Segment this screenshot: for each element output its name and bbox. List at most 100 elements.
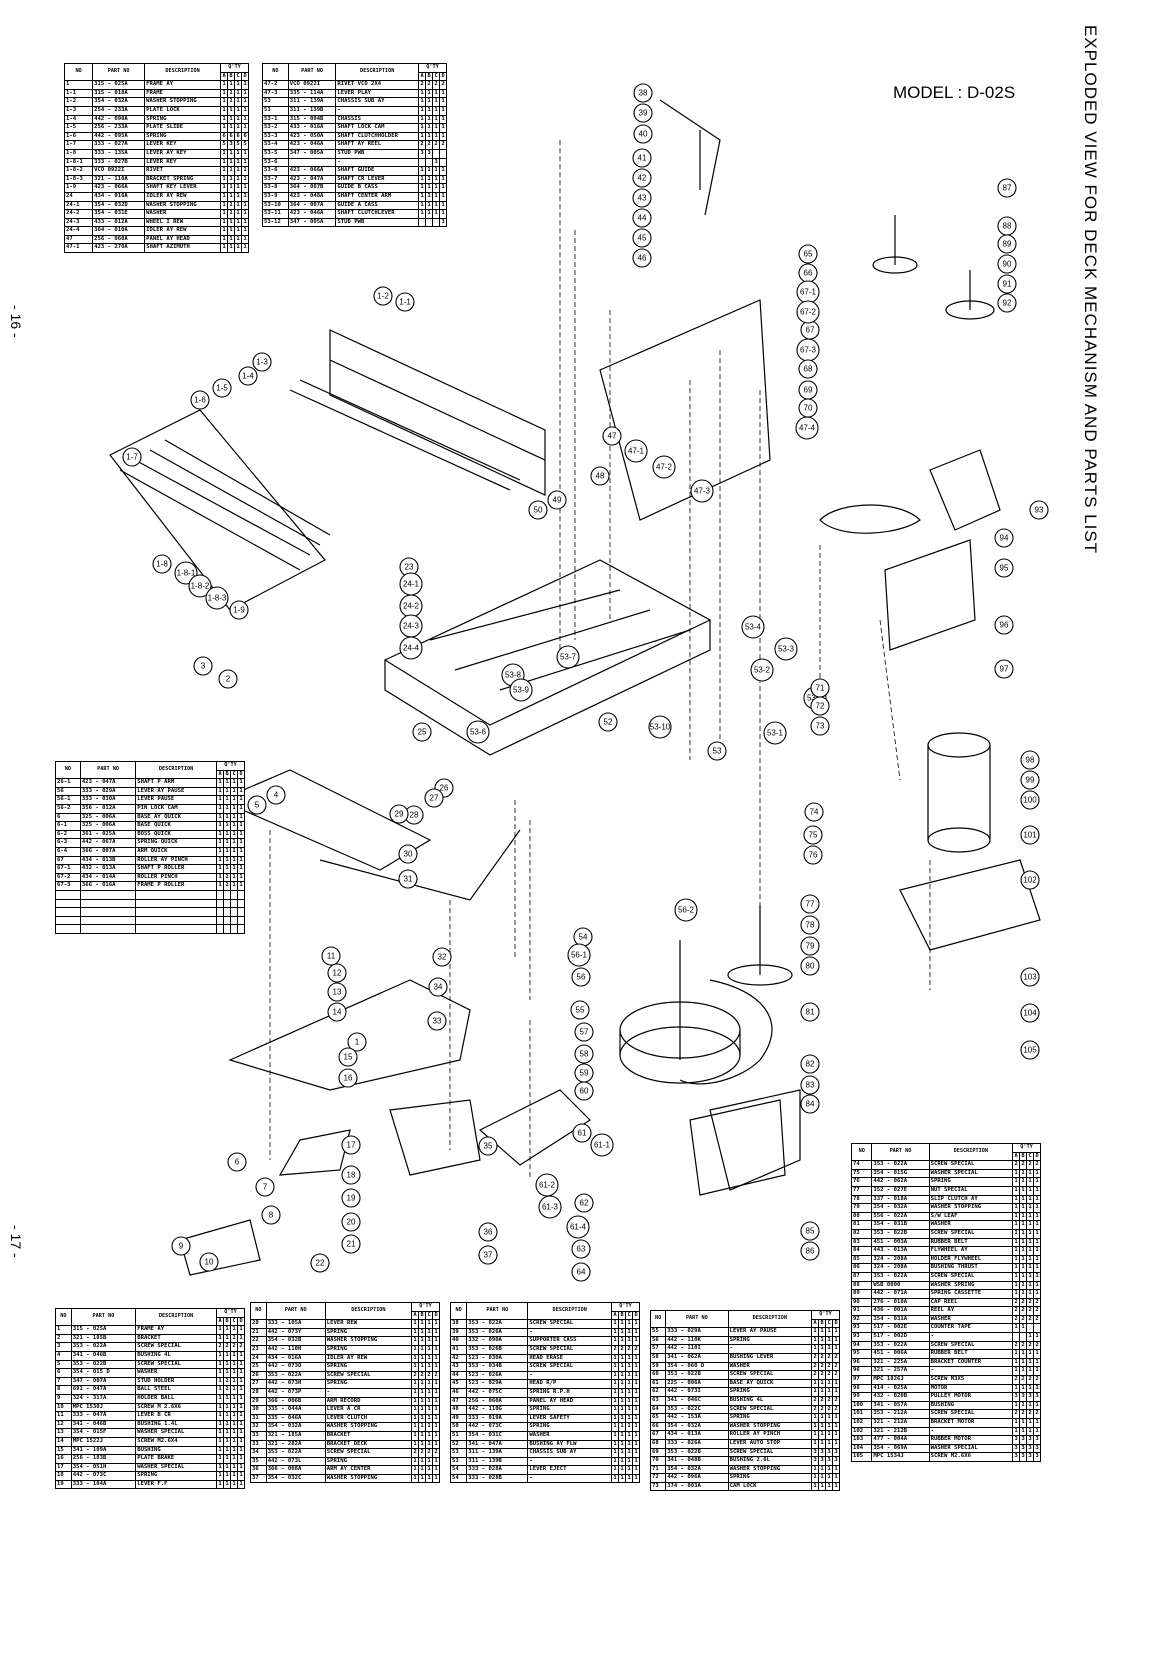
cell-part-no: 335 - 114A [287, 88, 337, 99]
cell-qty: 1 [230, 1333, 238, 1344]
part-callout: 68 [798, 359, 818, 379]
cell-no: 6 [55, 812, 81, 823]
part-callout: 53-10 [648, 715, 672, 739]
cell-part-no: 353 - 022B [871, 1228, 930, 1239]
cell-qty: 1 [832, 1327, 840, 1337]
cell-description [135, 915, 217, 926]
cell-no: 67-1 [55, 864, 81, 874]
callout-circle [1020, 770, 1040, 790]
cell-qty: 1 [241, 114, 249, 125]
cell-qty [418, 217, 426, 228]
cell-no: 83 [850, 1237, 873, 1248]
cell-qty: 1 [425, 97, 433, 107]
cell-description: SCREW SPECIAL [928, 1228, 1014, 1239]
cell-qty: 1 [237, 1393, 245, 1404]
part-callout: 42 [632, 168, 652, 188]
cell-qty: 1 [625, 1448, 633, 1458]
cell-no: 6-2 [55, 829, 81, 840]
cell-qty [425, 217, 433, 228]
cell-qty [216, 915, 224, 926]
cell-qty: 2 [1019, 1340, 1027, 1351]
cell-part-no: 321 - 110A [92, 174, 146, 185]
part-callout: 72 [810, 696, 830, 716]
cell-qty: 1 [1026, 1271, 1034, 1282]
part-callout: 24-3 [399, 614, 423, 638]
cell-qty: 1 [234, 174, 242, 185]
cell-qty: 1 [1012, 1168, 1020, 1179]
cell-part-no: 436 - 001A [871, 1306, 930, 1316]
cell-qty: 1 [1012, 1357, 1020, 1368]
cell-part-no: 341 - 047A [466, 1439, 529, 1450]
cell-qty: 1 [216, 846, 224, 857]
cell-part-no: 433 - 012A [92, 217, 146, 228]
cell-qty: 1 [241, 105, 249, 116]
part-callout: 49 [547, 490, 567, 510]
cell-no: 53-5 [262, 148, 289, 159]
callout-label: 67 [806, 326, 815, 335]
cell-description [135, 889, 217, 900]
cell-qty: 1 [227, 191, 235, 202]
cell-qty: 1 [1033, 1194, 1041, 1205]
cell-no: 22 [250, 1336, 267, 1346]
part-callout: 101 [1020, 825, 1040, 845]
cell-qty: 2 [432, 1448, 440, 1458]
callout-circle [122, 447, 142, 467]
cell-description: SPRING QUICK [135, 838, 217, 848]
part-callout: 61-3 [538, 1195, 562, 1219]
cell-qty: 1 [418, 1422, 426, 1432]
cell-qty: 1 [618, 1327, 626, 1338]
cell-qty: 1 [418, 1362, 426, 1372]
cell-description: LEVER REW [324, 1319, 413, 1329]
cell-part-no: 423 - 066A [287, 166, 337, 176]
callout-circle [509, 678, 533, 702]
cell-part-no: 434 - 016A [265, 1353, 326, 1364]
header-qty-col: B [223, 769, 231, 780]
callout-label: 7 [263, 1183, 268, 1192]
cell-qty: 3 [1012, 1392, 1020, 1402]
cell-qty: 1 [625, 1379, 633, 1389]
cell-qty: 1 [220, 88, 228, 99]
cell-part-no: 366 - 008A [265, 1465, 326, 1475]
cell-qty: 1 [425, 1319, 433, 1329]
cell-description: PLATE BRAKE [135, 1454, 217, 1464]
cell-qty: 1 [425, 1344, 433, 1355]
cell-part-no: 354 - 060 D [665, 1361, 729, 1372]
cell-qty: 1 [216, 1385, 224, 1395]
header-qty: Q'TY [1012, 1143, 1041, 1153]
cell-part-no: 353 - 026B [466, 1344, 529, 1355]
cell-description: SPRING [324, 1379, 413, 1389]
cell-no: 53-6 [262, 157, 289, 168]
cell-qty: 2 [832, 1404, 840, 1415]
page-number-left-bottom: - 17 - [8, 1225, 24, 1258]
cell-qty: 1 [216, 1393, 224, 1404]
cell-no: 47-2 [262, 80, 289, 90]
callout-label: 5 [255, 801, 260, 810]
cell-qty: 1 [230, 821, 238, 831]
table-row [55, 889, 245, 900]
cell-description: WASHER [144, 209, 221, 219]
cell-qty [223, 915, 231, 926]
cell-description: PLATE LOCK [144, 105, 221, 116]
cell-qty: 1 [818, 1413, 826, 1423]
callout-circle [810, 716, 830, 736]
callout-circle [574, 1193, 594, 1213]
header-part-no: PART NO [871, 1142, 930, 1162]
cell-qty: 2 [432, 140, 440, 150]
cell-qty: 1 [618, 1448, 626, 1458]
part-callout: 5 [247, 795, 267, 815]
cell-qty: 1 [625, 1405, 633, 1415]
cell-qty: 1 [230, 838, 238, 848]
header-qty-col: C [230, 1316, 238, 1327]
cell-part-no: 347 - 005A [287, 148, 337, 159]
